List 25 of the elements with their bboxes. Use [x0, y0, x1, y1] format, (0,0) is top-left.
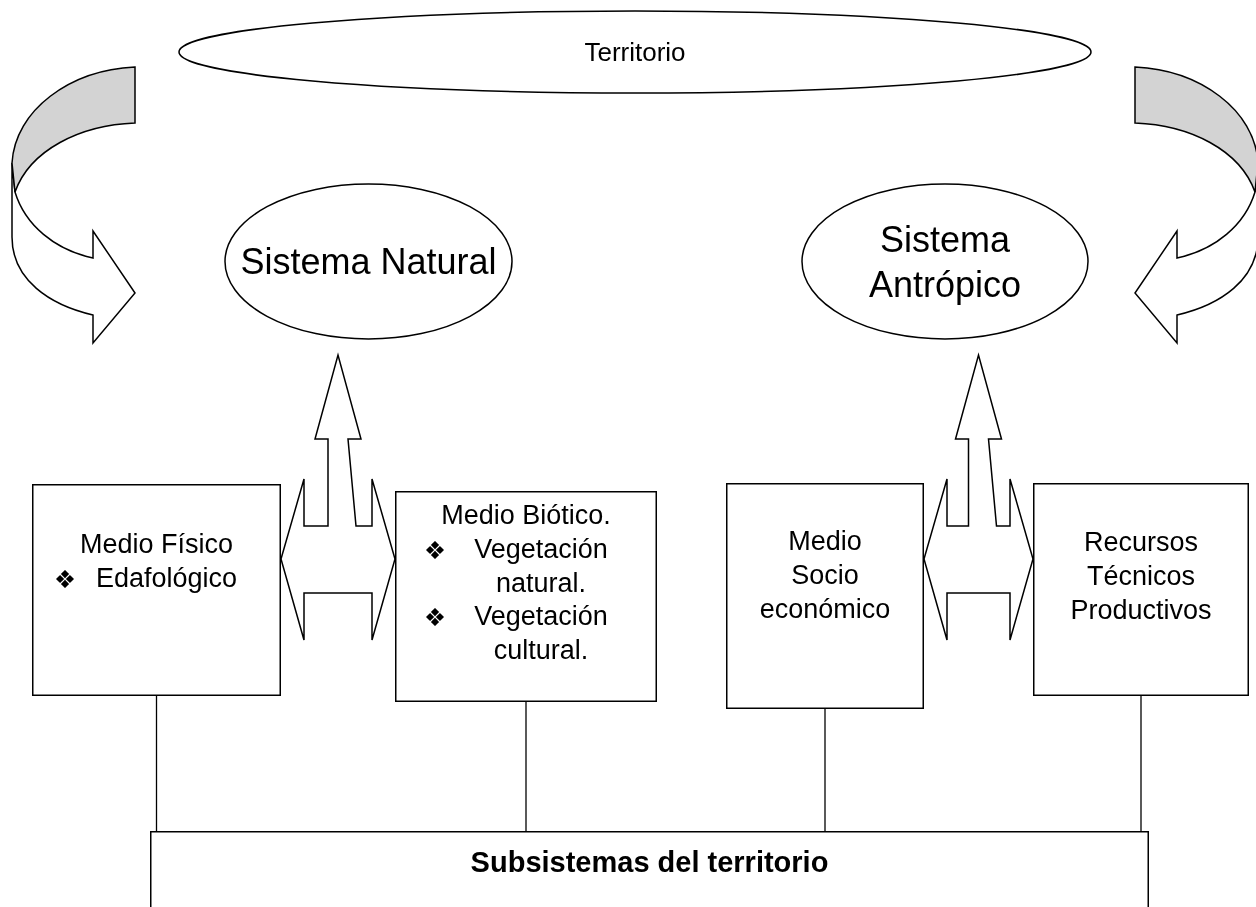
node-label: Recursos Técnicos Productivos	[1069, 526, 1213, 627]
list-item: Vegetación cultural.	[473, 600, 609, 667]
text-box	[395, 491, 657, 702]
box-heading: Medio Físico	[79, 528, 234, 561]
node-label: Sistema Natural	[240, 240, 497, 284]
node-label: Medio Socio económico	[759, 525, 891, 626]
block-arrow	[923, 352, 1034, 641]
node-label: Subsistemas del territorio	[470, 844, 829, 880]
system-ellipse	[224, 183, 513, 340]
connector-line	[1140, 695, 1142, 832]
connector-line	[824, 708, 826, 832]
block-arrow	[280, 352, 396, 641]
connector-line	[525, 701, 527, 832]
system-ellipse	[801, 183, 1089, 340]
box-heading: Medio Biótico.	[441, 499, 611, 532]
text-box	[32, 484, 281, 696]
node-label: Sistema Antrópico	[867, 217, 1023, 307]
text-box	[1033, 483, 1249, 696]
text-box	[726, 483, 924, 709]
connector-line	[155, 695, 158, 832]
node-label: Territorio	[584, 35, 686, 69]
list-item: Vegetación natural.	[473, 532, 609, 600]
list-item: Edafológico	[95, 561, 238, 595]
subsystems-box	[150, 831, 1149, 907]
territory-ellipse	[178, 10, 1092, 94]
